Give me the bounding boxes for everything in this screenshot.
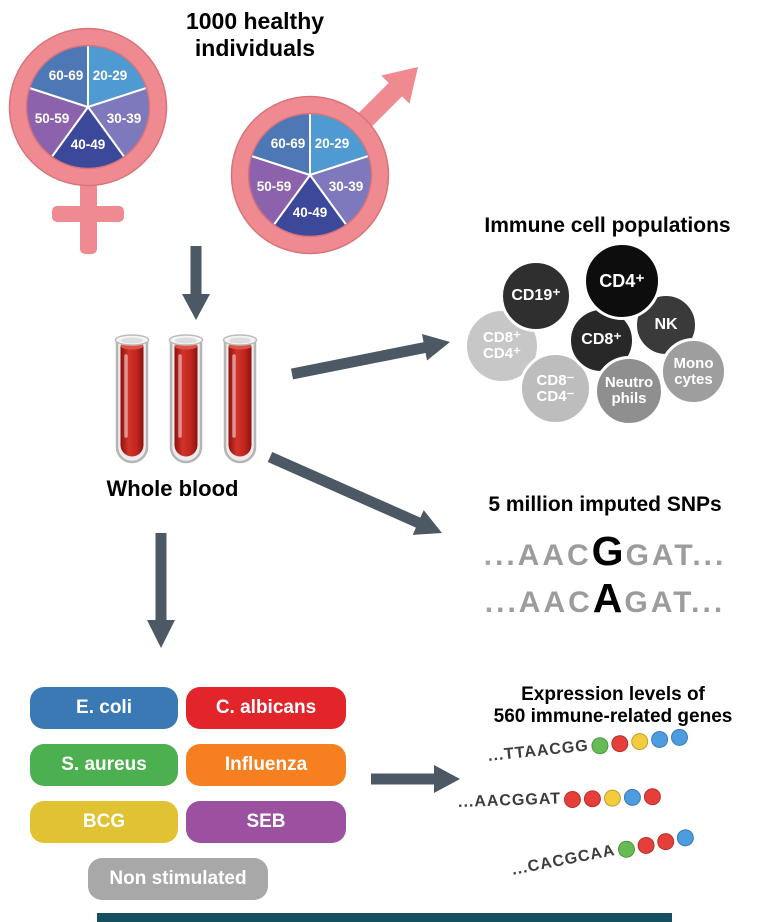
gene-sequence: ...AACGGAT [457, 790, 562, 811]
bead-green [616, 838, 637, 859]
gene-sequence: ...CACGCAA [510, 842, 617, 879]
stimulus-bcg: BCG [30, 801, 178, 843]
test-tube [167, 333, 205, 464]
pie-label-30-39: 30-39 [107, 111, 142, 126]
male-ring-outer-edge [230, 95, 390, 255]
female-symbol-icon [52, 182, 124, 254]
snp-allele: G [591, 528, 626, 574]
label-whole-blood: Whole blood [106, 476, 239, 501]
male-symbol-icon [356, 67, 418, 129]
pie-label-40-49: 40-49 [293, 205, 328, 220]
stimulus-seb: SEB [186, 801, 346, 843]
arrow-stimuli-to-expression [371, 765, 460, 793]
bead-red [655, 831, 676, 852]
test-tube [221, 333, 259, 464]
pie-label-30-39: 30-39 [329, 179, 364, 194]
title-expression: Expression levels of 560 immune-related … [493, 684, 733, 728]
gene-expression-row: ...CACGCAA [510, 827, 696, 880]
snp-suffix: GAT... [624, 586, 726, 619]
cell-cd8neg-cd4neg: CD8⁻ CD4⁻ [519, 352, 592, 425]
cell-cd4pos: CD4⁺ [583, 242, 661, 320]
gene-expression-row: ...TTAACGG [487, 727, 690, 766]
arrow-blood-to-stimuli [147, 533, 175, 648]
bead-blue [623, 788, 642, 806]
test-tube [113, 333, 151, 464]
bottom-bar [97, 913, 672, 922]
cell-neutrophils: Neutro phils [594, 356, 664, 426]
bead-red [643, 787, 662, 806]
bead-red [583, 789, 602, 808]
bead-red [610, 733, 630, 753]
snp-prefix: ...AAC [483, 539, 592, 572]
snp-allele: A [592, 575, 625, 621]
female-ring-inner-edge [25, 44, 151, 170]
male-pie-labels: 20-29 30-39 40-49 50-59 60-69 [257, 136, 364, 220]
gene-expression-row: ...AACGGAT [458, 787, 662, 812]
pie-label-60-69: 60-69 [49, 68, 84, 83]
pie-label-60-69: 60-69 [271, 136, 306, 151]
bead-blue [650, 729, 670, 749]
title-cohort: 1000 healthy individuals [185, 8, 325, 62]
cell-monocytes: Mono cytes [660, 338, 727, 405]
pie-label-50-59: 50-59 [35, 111, 70, 126]
snp-sequence-row: ...AACAGAT... [440, 575, 770, 622]
snp-prefix: ...AAC [484, 586, 593, 619]
pie-label-20-29: 20-29 [93, 68, 128, 83]
snp-suffix: GAT... [625, 539, 727, 572]
bead-yellow [630, 731, 650, 751]
female-pie-labels: 20-29 30-39 40-49 50-59 60-69 [35, 68, 142, 152]
female-ring [9, 28, 167, 186]
stimulus-calbicans: C. albicans [186, 687, 346, 729]
male-ring [231, 96, 389, 254]
bead-blue [670, 727, 690, 747]
title-immune-cells: Immune cell populations [484, 214, 731, 237]
stimulus-saureus: S. aureus [30, 744, 178, 786]
stimulus-nonstim: Non stimulated [88, 858, 268, 900]
title-snps: 5 million imputed SNPs [488, 493, 722, 516]
snp-sequence-row: ...AACGGAT... [440, 528, 770, 575]
pie-label-50-59: 50-59 [257, 179, 292, 194]
bead-red [563, 790, 582, 808]
female-ring-outer-edge [8, 27, 168, 187]
pie-label-40-49: 40-49 [71, 137, 106, 152]
male-ring-inner-edge [247, 112, 373, 238]
blood-tubes [113, 333, 259, 464]
pie-label-20-29: 20-29 [315, 136, 350, 151]
bead-red [636, 834, 657, 855]
stimulus-influenza: Influenza [186, 744, 346, 786]
gene-sequence: ...TTAACGG [487, 737, 590, 765]
bead-blue [675, 827, 696, 848]
cell-cd19pos: CD19⁺ [500, 260, 572, 332]
stimulus-ecoli: E. coli [30, 687, 178, 729]
cohort-gender-pies: 20-29 30-39 40-49 50-59 60-69 20-29 30-3… [8, 27, 418, 255]
bead-yellow [603, 788, 622, 807]
bead-green [590, 735, 610, 755]
